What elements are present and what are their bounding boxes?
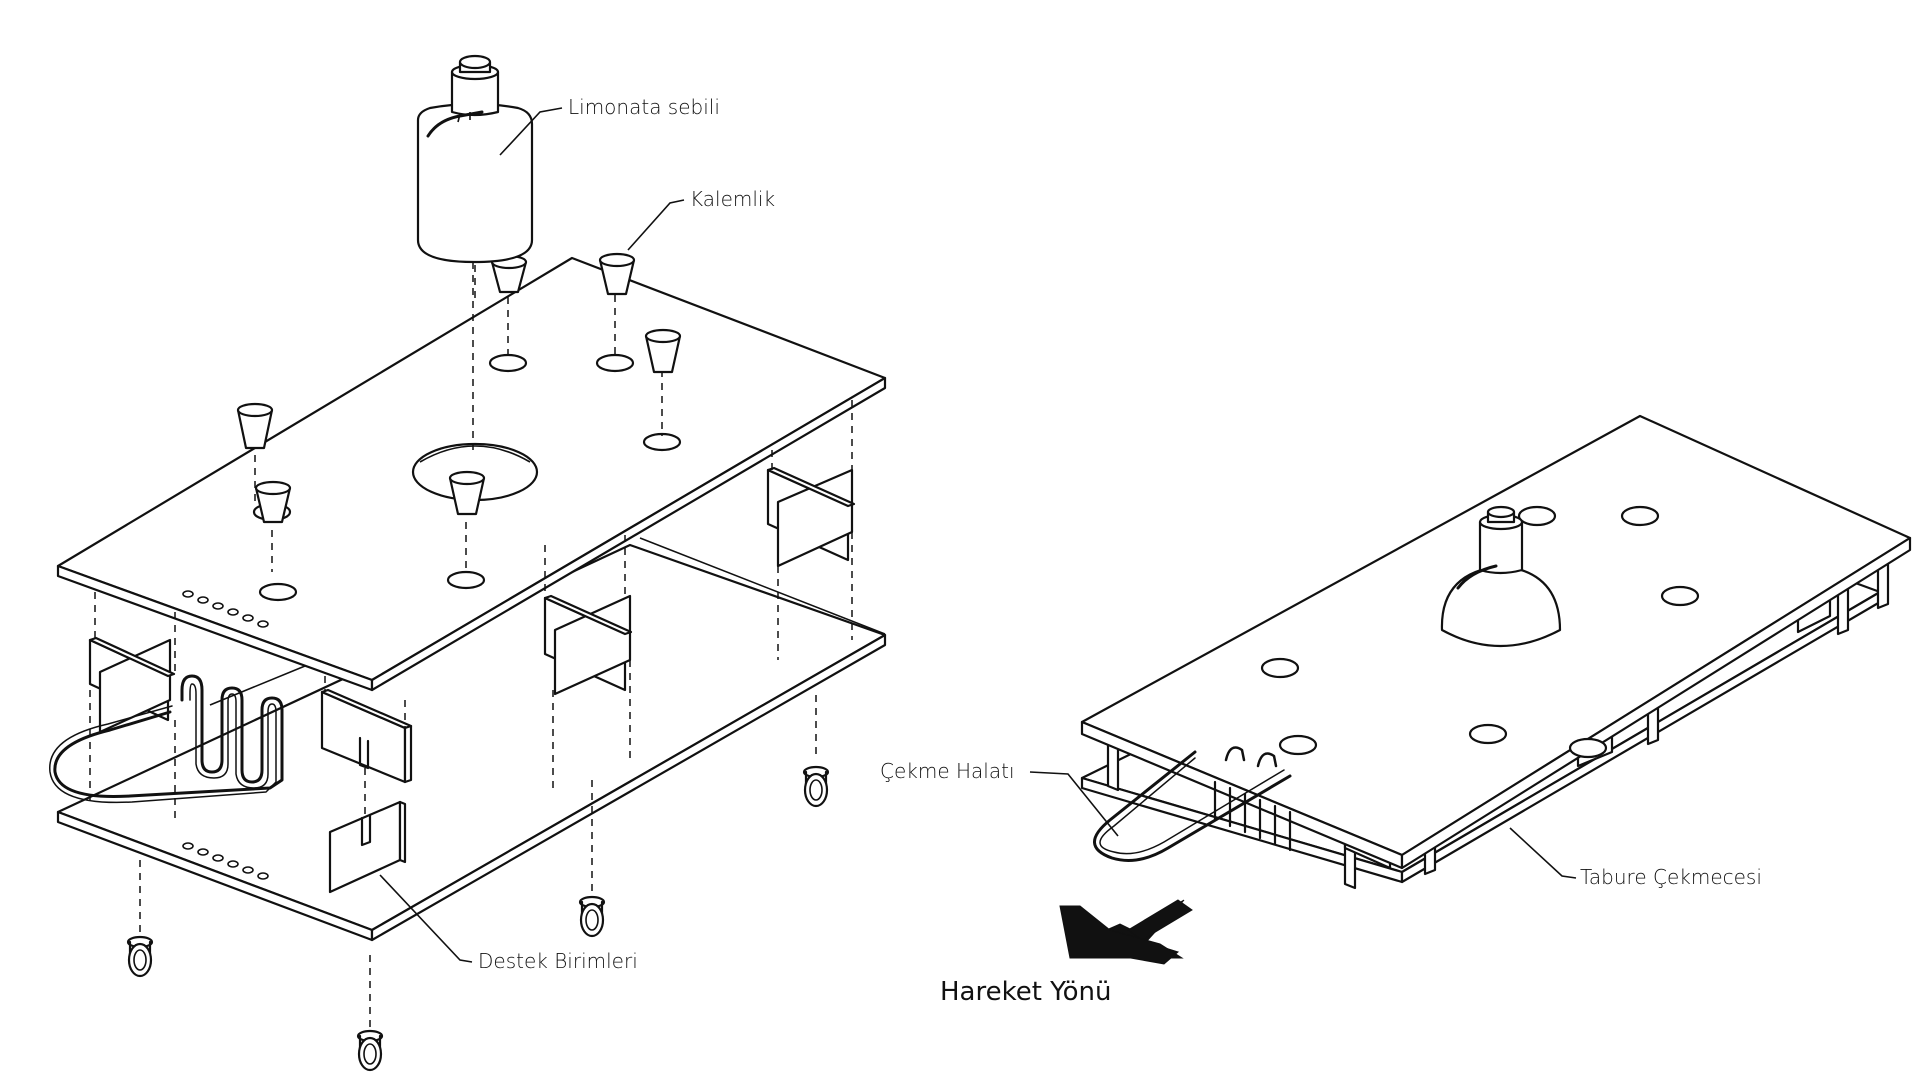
leader-lines-right	[1029, 771, 1577, 879]
top-board-holes-row	[182, 590, 269, 628]
label-stool-drawer: Tabure Çekmecesi	[1580, 865, 1762, 889]
caster-wheel	[356, 1029, 384, 1072]
bottom-board-holes	[182, 842, 269, 880]
pen-holder-cup	[644, 328, 682, 374]
cross-support-right	[766, 466, 856, 568]
top-board	[56, 256, 887, 706]
bottom-board	[56, 543, 887, 942]
caster-wheel	[126, 935, 154, 978]
caster-wheel	[578, 895, 606, 938]
assembled-assembly: Çekme Halatı Tabure Çekmecesi	[880, 414, 1912, 890]
assembly-dashed-lines	[89, 262, 853, 1030]
label-pull-rope: Çekme Halatı	[880, 759, 1015, 783]
lemonade-dispenser	[416, 54, 534, 300]
pen-holder-cup	[598, 252, 636, 296]
pen-holder-cup	[448, 470, 486, 516]
zigzag-pull-rope	[53, 674, 284, 798]
cross-support-middle	[543, 594, 633, 696]
exploded-assembly: Limonata sebili Kalemlik Destek Birimler…	[49, 54, 887, 1072]
cross-support-left	[88, 636, 176, 734]
pen-holder-cup	[254, 480, 292, 524]
caster-wheel	[802, 765, 830, 808]
pen-holder-cup	[236, 402, 274, 450]
cup-caps	[1260, 505, 1700, 759]
movement-direction-arrow	[1059, 899, 1193, 965]
label-movement-direction: Hareket Yönü	[940, 977, 1111, 1007]
label-pen-holder: Kalemlik	[690, 187, 775, 211]
assembled-dispenser	[1440, 505, 1562, 648]
rope-rods	[1213, 780, 1292, 852]
pen-holder-cups	[236, 252, 682, 524]
slotted-support-plates	[320, 688, 413, 894]
label-support-units: Destek Birimleri	[478, 949, 638, 973]
leader-lines-left	[379, 107, 685, 963]
assembled-pull-rope	[1093, 746, 1292, 862]
label-lemonade-dispenser: Limonata sebili	[568, 95, 720, 119]
